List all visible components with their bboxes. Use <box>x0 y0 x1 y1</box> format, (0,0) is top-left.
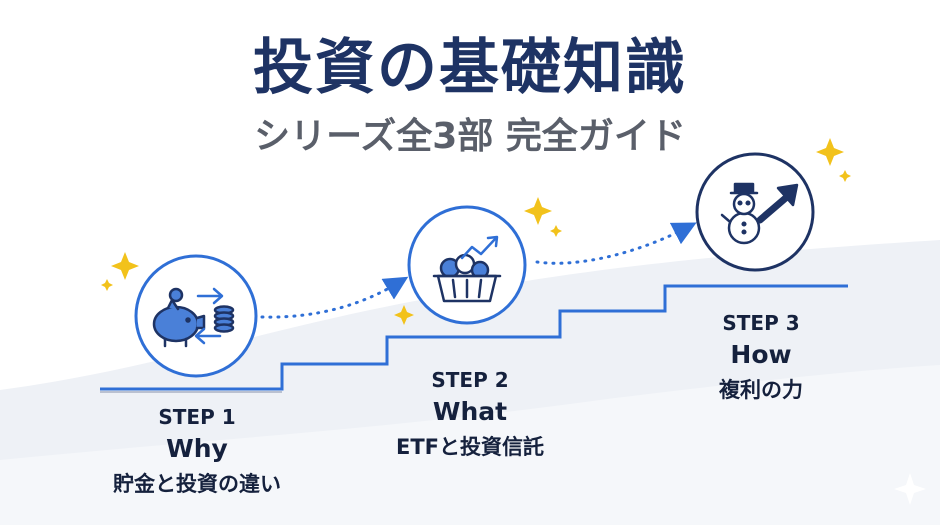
step2-title: What <box>432 397 508 426</box>
step3-label: STEP 3 How 複利の力 <box>636 309 886 407</box>
step1-subtitle: 貯金と投資の違い <box>113 472 281 496</box>
step2-label: STEP 2 What ETFと投資信託 <box>345 366 595 464</box>
sparkle-icons <box>101 138 851 325</box>
corner-sparkle-icon <box>894 473 926 505</box>
step1-number: STEP 1 <box>158 405 236 429</box>
subtitle: シリーズ全3部 完全ガイド <box>254 116 686 157</box>
step2-subtitle: ETFと投資信託 <box>395 435 544 459</box>
dotted-arrow-2-to-3 <box>535 222 697 265</box>
step1-title: Why <box>166 434 228 463</box>
step3-subtitle: 複利の力 <box>719 378 803 402</box>
staircase-line <box>100 284 848 391</box>
basket-growth-icon <box>432 235 502 303</box>
step1-label: STEP 1 Why 貯金と投資の違い <box>72 403 322 501</box>
step3-number: STEP 3 <box>722 311 800 335</box>
step3-title: How <box>730 340 792 369</box>
snowman-arrow-icon <box>720 182 799 245</box>
step2-number: STEP 2 <box>431 368 509 392</box>
step3-circle <box>695 152 815 272</box>
main-title: 投資の基礎知識 <box>253 33 687 103</box>
piggy-bank-coins-icon <box>152 287 235 348</box>
dotted-arrow-1-to-2 <box>260 276 409 319</box>
